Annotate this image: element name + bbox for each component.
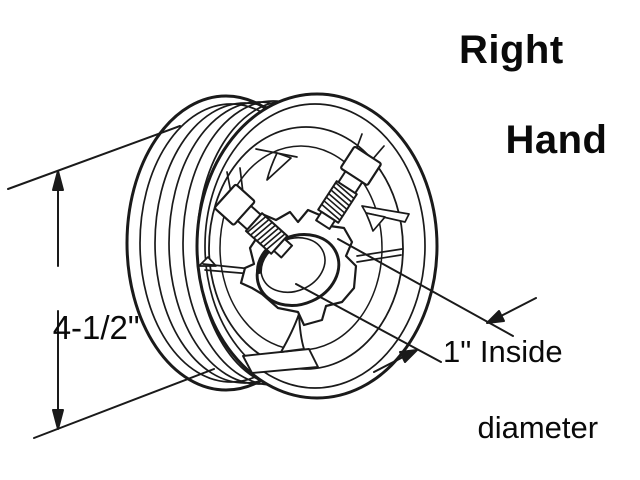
inside-dim-line1: 1" Inside	[443, 334, 563, 369]
arrowhead-downleft-icon	[486, 310, 505, 324]
arrowhead-upright-icon	[399, 349, 418, 363]
hand-line2: Hand	[505, 118, 608, 162]
outer-diameter-label: 4-1/2"	[52, 309, 140, 346]
arrowhead-down-icon	[52, 409, 64, 430]
set-screw-right	[315, 145, 382, 230]
spring-coil-left	[247, 216, 286, 250]
spring-coil-right	[321, 182, 355, 221]
hand-line1: Right	[459, 28, 564, 72]
interior-ribs	[198, 133, 410, 374]
bore-extension-upper	[337, 238, 514, 337]
bore-extension-lower	[295, 283, 442, 363]
inside-diameter-label: 1" Inside diameter	[443, 333, 598, 447]
extension-line-bottom	[33, 368, 215, 439]
extension-line-top	[7, 125, 181, 190]
inside-diameter-dimension	[295, 238, 537, 373]
overall-diameter-dimension	[7, 125, 215, 439]
set-screw-left	[214, 183, 294, 259]
arrowhead-up-icon	[52, 170, 64, 191]
inside-dim-line2: diameter	[477, 410, 599, 445]
hand-orientation-label: Right Hand	[459, 28, 607, 163]
